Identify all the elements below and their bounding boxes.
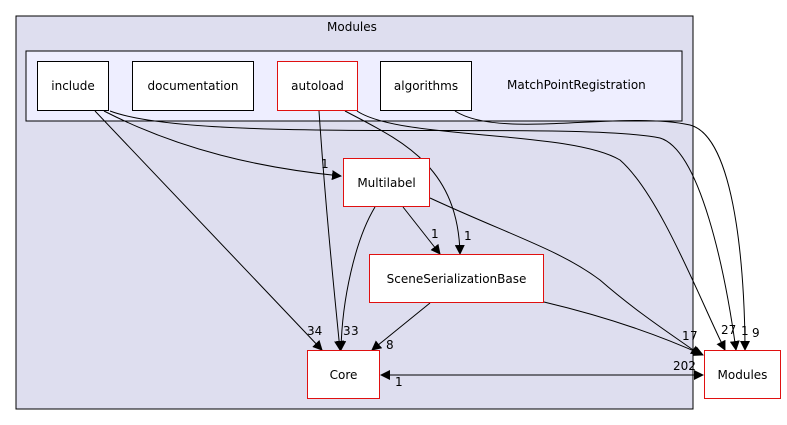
edge-label-autoload-to-core: 3 (343, 324, 351, 338)
edge-label-multilabel-to-modules: 1 (682, 329, 690, 343)
edge-label-scene-to-modules: 7 (690, 329, 698, 343)
node-core[interactable]: Core (307, 350, 380, 399)
node-documentation-label: documentation (147, 79, 239, 93)
node-include[interactable]: include (37, 61, 109, 111)
node-include-label: include (51, 79, 95, 93)
node-algorithms[interactable]: algorithms (380, 61, 472, 111)
edge-label-include-to-multilabel: 1 (321, 157, 329, 171)
edge-multilabel-to-modules (429, 197, 701, 356)
edge-autoload-to-core (318, 110, 345, 351)
inner-cluster-label[interactable]: MatchPointRegistration (507, 78, 646, 92)
edge-label-scene-to-core: 8 (386, 338, 394, 352)
edge-label-autoload-to-scene: 1 (464, 229, 472, 243)
edge-scene-to-core (371, 302, 431, 351)
edge-label-core-to-modules: 202 (673, 359, 696, 373)
edge-autoload-to-modules (356, 110, 726, 351)
node-core-label: Core (329, 367, 358, 382)
node-algorithms-label: algorithms (393, 79, 459, 93)
node-scene-serialization-base-label: SceneSerializationBase (386, 271, 527, 286)
edge-label-multilabel-to-core: 3 (351, 324, 359, 338)
node-scene-serialization-base[interactable]: SceneSerializationBase (369, 254, 544, 303)
edge-multilabel-to-core (336, 206, 376, 351)
node-autoload[interactable]: autoload (277, 61, 358, 111)
node-modules-external-label: Modules (717, 367, 768, 382)
node-autoload-label: autoload (291, 79, 344, 93)
edge-label-autoload-to-modules: 1 (741, 324, 749, 338)
node-multilabel[interactable]: Multilabel (343, 158, 430, 207)
edge-include-to-core (94, 110, 323, 351)
edge-algorithms-to-modules (454, 110, 750, 351)
edge-label-multilabel-to-scene: 1 (431, 227, 439, 241)
edge-include-to-modules (109, 110, 740, 351)
edge-label-algorithms-to-modules: 9 (752, 326, 760, 340)
node-modules-external[interactable]: Modules (704, 350, 781, 399)
edge-include-to-multilabel (103, 110, 342, 181)
edge-label-include-to-modules: 27 (721, 323, 737, 337)
node-documentation[interactable]: documentation (132, 61, 254, 111)
edge-label-include-to-core: 34 (307, 324, 323, 338)
outer-cluster-label: Modules (327, 20, 377, 34)
edge-label-modules-to-core: 1 (395, 375, 403, 389)
edge-multilabel-to-scene (402, 206, 441, 255)
edge-scene-to-modules (543, 301, 704, 356)
node-multilabel-label: Multilabel (357, 175, 416, 190)
